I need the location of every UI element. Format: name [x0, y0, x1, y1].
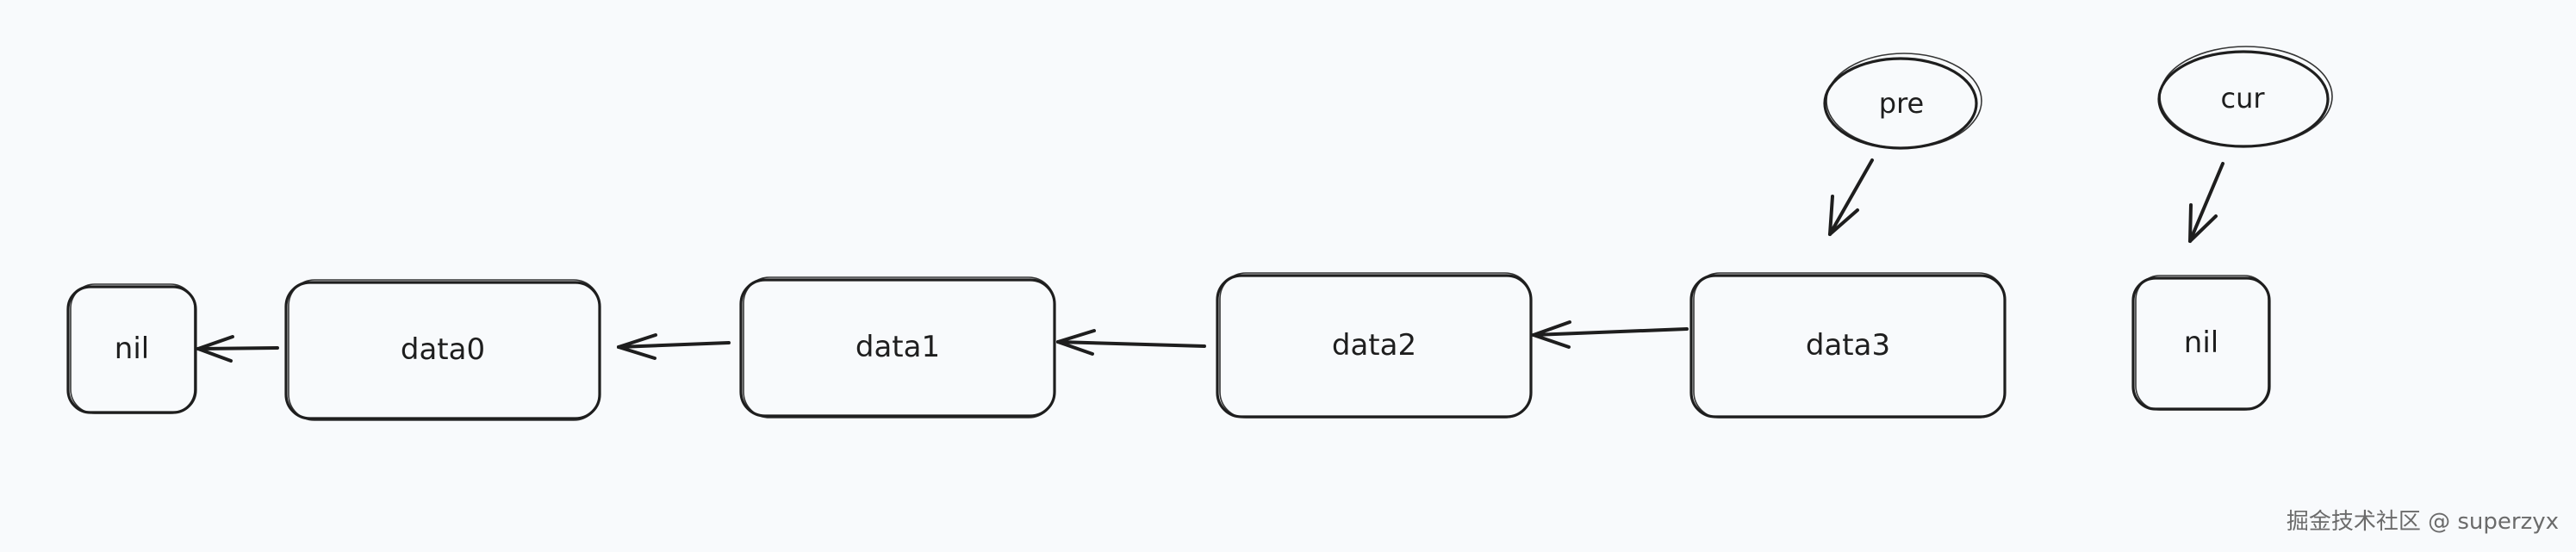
- arrow-data1-to-data0: [619, 335, 729, 358]
- node-data3-label: data3: [1806, 328, 1890, 363]
- pointer-pre-label: pre: [1879, 87, 1924, 120]
- pointer-cur: cur: [2159, 47, 2332, 146]
- pointer-pre: pre: [1825, 53, 1982, 148]
- watermark: 掘金技术社区 @ superzyx: [2287, 504, 2559, 536]
- pointer-cur-label: cur: [2220, 82, 2265, 115]
- node-nil-right-label: nil: [2184, 326, 2218, 360]
- node-nil-left-label: nil: [115, 332, 149, 366]
- node-data2: data2: [1217, 273, 1531, 418]
- node-data1: data1: [741, 277, 1055, 418]
- arrow-pre-to-data3: [1830, 160, 1872, 234]
- node-data2-label: data2: [1332, 328, 1416, 363]
- node-data0-label: data0: [401, 332, 485, 367]
- arrow-data3-to-data2: [1534, 322, 1687, 347]
- arrow-data0-to-nil: [198, 337, 277, 361]
- node-data0: data0: [286, 280, 600, 420]
- arrow-cur-to-nil: [2190, 164, 2223, 241]
- arrow-data2-to-data1: [1058, 331, 1204, 354]
- node-nil-right: nil: [2133, 276, 2269, 410]
- node-nil-left: nil: [68, 284, 196, 413]
- node-data1-label: data1: [856, 330, 940, 364]
- node-data3: data3: [1691, 273, 2005, 418]
